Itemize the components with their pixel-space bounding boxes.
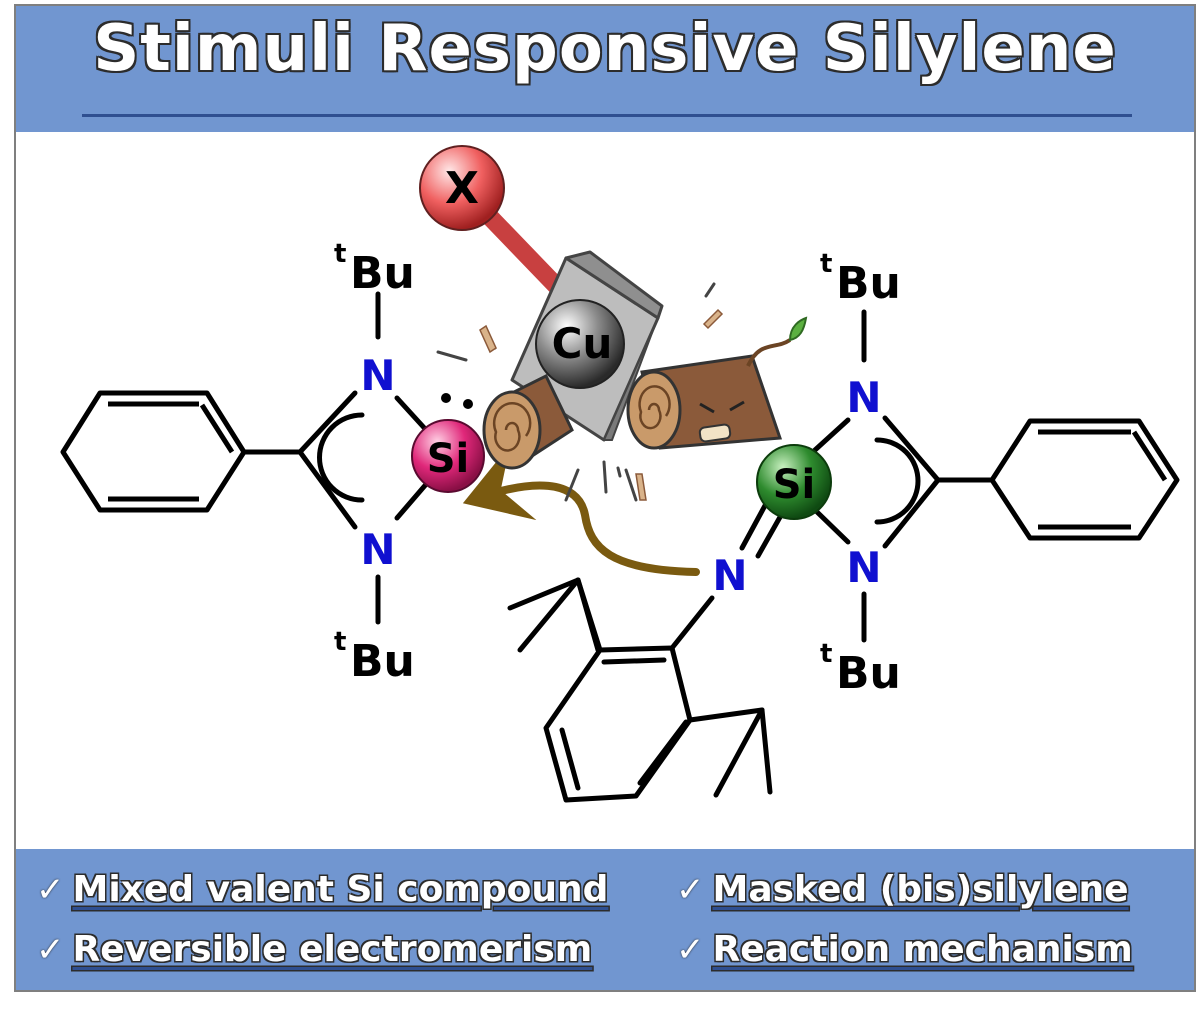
tbu-left-bottom: t Bu [334, 627, 415, 687]
highlight-item: ✓ Mixed valent Si compound [36, 869, 608, 910]
left-amidinate-ring [297, 291, 431, 625]
svg-text:t: t [334, 239, 346, 269]
highlight-item: ✓ Masked (bis)silylene [676, 869, 1129, 910]
tbu-right-bottom: t Bu [820, 639, 901, 699]
si-n-double-bond [739, 497, 787, 559]
highlight-text: Masked (bis)silylene [712, 869, 1129, 910]
checkmark-icon: ✓ [676, 870, 705, 910]
si-right-atom [756, 444, 832, 520]
figure-frame: Stimuli Responsive Silylene ✓ Mixed vale… [14, 4, 1196, 992]
highlight-item: ✓ Reversible electromerism [36, 929, 592, 970]
right-phenyl-ring [938, 418, 1180, 541]
svg-text:Bu: Bu [836, 648, 901, 699]
svg-text:t: t [820, 639, 832, 669]
tbu-right-top: t Bu [820, 249, 901, 309]
svg-text:Bu: Bu [350, 636, 415, 687]
si-left-atom [411, 419, 485, 493]
cu-atom-label: Cu [552, 319, 613, 368]
si-right-label: Si [773, 462, 816, 508]
x-atom-label: X [445, 163, 479, 214]
n-right-top: N [846, 373, 881, 422]
tbu-left-top: t Bu [334, 239, 415, 299]
svg-text:Bu: Bu [836, 258, 901, 309]
svg-text:Bu: Bu [350, 248, 415, 299]
right-amidinate-ring [812, 309, 941, 643]
highlights-banner: ✓ Mixed valent Si compound ✓ Masked (bis… [16, 849, 1194, 990]
figure-title: Stimuli Responsive Silylene [93, 12, 1117, 86]
left-log [482, 373, 574, 470]
title-underline [82, 114, 1132, 117]
left-phenyl-ring [60, 390, 300, 513]
highlight-text: Reaction mechanism [712, 929, 1133, 970]
lone-pair [441, 393, 473, 409]
n-left-bottom: N [360, 525, 395, 574]
checkmark-icon: ✓ [676, 930, 705, 970]
x-atom [419, 145, 505, 231]
wood-chips [479, 308, 724, 501]
highlight-item: ✓ Reaction mechanism [676, 929, 1133, 970]
si-left-label: Si [427, 436, 470, 482]
svg-text:t: t [820, 249, 832, 279]
title-banner: Stimuli Responsive Silylene [16, 6, 1194, 132]
n-left-top: N [360, 351, 395, 400]
checkmark-icon: ✓ [36, 870, 65, 910]
svg-text:t: t [334, 627, 346, 657]
checkmark-icon: ✓ [36, 930, 65, 970]
right-log [626, 316, 808, 450]
n-imino: N [712, 551, 747, 600]
highlight-text: Reversible electromerism [72, 929, 593, 970]
aryl-substituent [507, 577, 773, 803]
electron-transfer-arrow [462, 444, 700, 576]
cu-atom [535, 299, 625, 389]
leaf-icon [788, 316, 808, 342]
n-right-bottom: N [846, 543, 881, 592]
highlight-text: Mixed valent Si compound [72, 869, 609, 910]
